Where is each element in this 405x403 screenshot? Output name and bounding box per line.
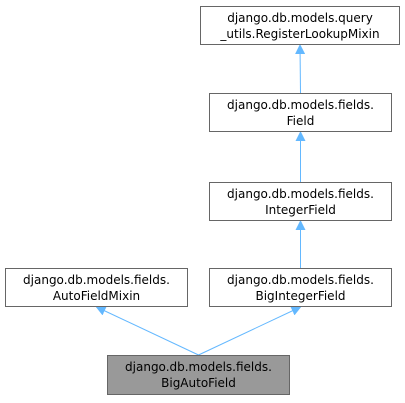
edge-big-auto-field-to-auto-field-mixin (95, 306, 199, 356)
node-integer-field-line1: django.db.models.fields. (227, 186, 374, 201)
node-big-auto-field: django.db.models.fields. BigAutoField (107, 355, 290, 395)
node-auto-field-mixin[interactable]: django.db.models.fields. AutoFieldMixin (5, 268, 188, 307)
node-big-integer-field-line1: django.db.models.fields. (227, 272, 374, 287)
edge-big-auto-field-to-big-integer-field (198, 306, 302, 356)
node-big-integer-field[interactable]: django.db.models.fields. BigIntegerField (209, 268, 392, 307)
edge-field-to-register-lookup-mixin (295, 44, 306, 94)
node-field-line1: django.db.models.fields. (227, 97, 374, 112)
node-auto-field-mixin-line1: django.db.models.fields. (23, 272, 170, 287)
node-register-lookup-mixin-line2: _utils.RegisterLookupMixin (220, 26, 380, 41)
node-auto-field-mixin-line2: AutoFieldMixin (52, 288, 141, 303)
node-field[interactable]: django.db.models.fields. Field (209, 93, 392, 132)
node-big-integer-field-line2: BigIntegerField (255, 288, 346, 303)
node-field-line2: Field (286, 113, 315, 128)
node-big-auto-field-line1: django.db.models.fields. (125, 360, 272, 374)
node-big-auto-field-line2: BigAutoField (161, 376, 236, 390)
node-register-lookup-mixin[interactable]: django.db.models.query _utils.RegisterLo… (200, 6, 400, 45)
node-register-lookup-mixin-line1: django.db.models.query (227, 10, 373, 25)
node-integer-field-line2: IntegerField (265, 202, 336, 217)
node-integer-field[interactable]: django.db.models.fields. IntegerField (209, 182, 392, 221)
